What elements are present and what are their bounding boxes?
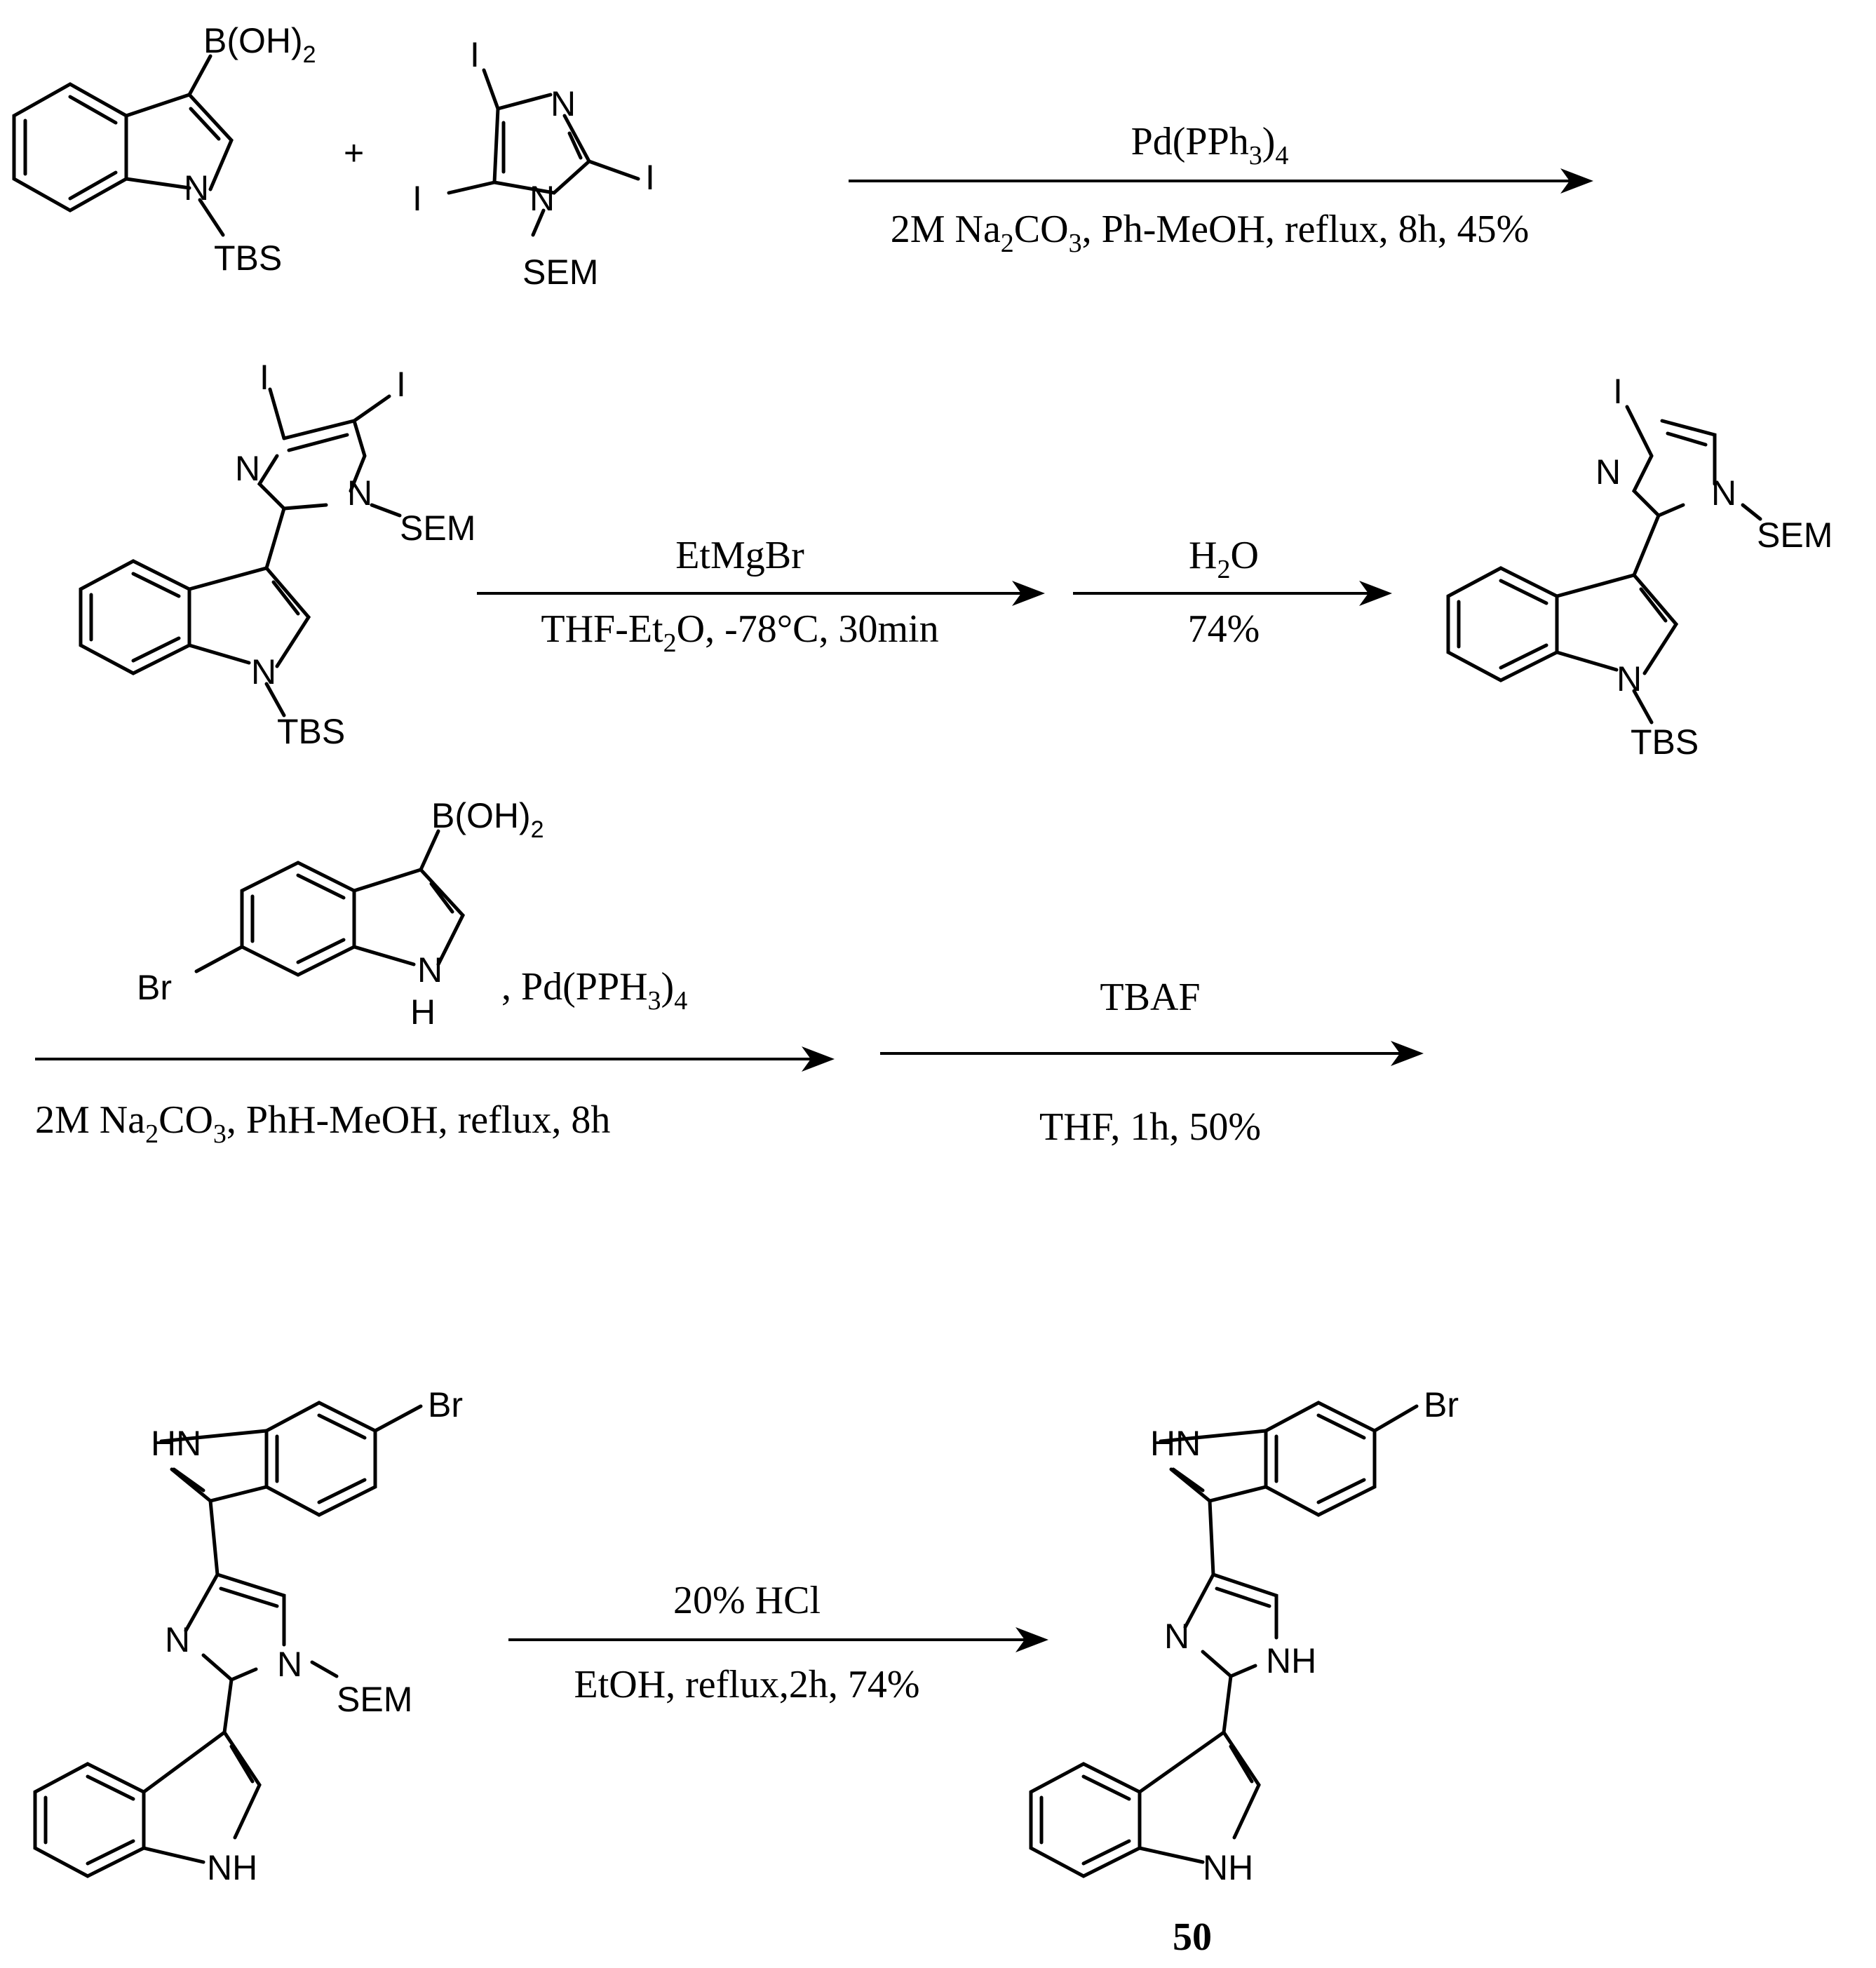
- reaction-arrow-step2a: EtMgBr THF-Et2O, -78°C, 30min: [477, 534, 1045, 658]
- structure-final-product: HN Br N NH NH 50: [1029, 1385, 1459, 1959]
- condition-text: 2M Na: [35, 1098, 145, 1142]
- indole-n-label: N: [417, 950, 443, 990]
- condition-text: THF, 1h, 50%: [1039, 1105, 1261, 1149]
- structure-monoiodo-product: I N N SEM N TBS: [1446, 372, 1833, 762]
- condition-text: Pd(PPh: [1131, 120, 1249, 163]
- step5-conditions: EtOH, reflux,2h, 74%: [574, 1663, 919, 1706]
- structure-bromoindole-boronic-acid: B(OH)2 Br N H: [137, 796, 544, 1032]
- iodine-label: I: [1613, 372, 1623, 411]
- subscript: 2: [145, 1119, 158, 1149]
- condition-text: O: [1231, 534, 1259, 577]
- condition-text: TBAF: [1100, 976, 1200, 1019]
- step2b-reagent: H2O: [1189, 534, 1259, 584]
- step1-reagent: Pd(PPh3)4: [1131, 120, 1289, 170]
- tbs-label: TBS: [277, 712, 345, 751]
- subscript: 2: [1001, 229, 1014, 258]
- iodine-2-label: I: [396, 365, 406, 404]
- bromine-label: Br: [1424, 1385, 1459, 1424]
- step4-reagent: TBAF: [1100, 976, 1200, 1019]
- step1-conditions: 2M Na2CO3, Ph-MeOH, reflux, 8h, 45%: [891, 208, 1530, 258]
- reaction-arrow-step1: Pd(PPh3)4 2M Na2CO3, Ph-MeOH, reflux, 8h…: [849, 120, 1593, 258]
- condition-text: H: [1189, 534, 1217, 577]
- subscript: 4: [674, 986, 687, 1016]
- step5-reagent: 20% HCl: [673, 1579, 821, 1622]
- boron-label: B(OH)2: [431, 796, 544, 843]
- step2a-conditions: THF-Et2O, -78°C, 30min: [541, 607, 938, 658]
- step2b-conditions: 74%: [1188, 607, 1260, 651]
- bromine-label: Br: [137, 968, 172, 1007]
- iodine-right-label: I: [645, 158, 655, 197]
- imidazole-nh-label: NH: [1266, 1641, 1316, 1680]
- subscript: 3: [213, 1119, 227, 1149]
- structure-indole-boronic-acid-tbs: B(OH)2 N TBS: [12, 21, 316, 278]
- condition-text: , PhH-MeOH, reflux, 8h: [227, 1098, 610, 1142]
- imidazole-n-label: N: [165, 1620, 190, 1659]
- step4-conditions: THF, 1h, 50%: [1039, 1105, 1261, 1149]
- subscript: 4: [1275, 141, 1288, 170]
- condition-text: THF-Et: [541, 607, 663, 651]
- condition-text: CO: [1014, 208, 1069, 251]
- condition-text: ): [1262, 120, 1276, 163]
- imidazole-n-label: N: [1164, 1617, 1189, 1656]
- step3-reagent: , Pd(PPH3)4: [501, 965, 687, 1016]
- iodine-left-label: I: [412, 179, 422, 218]
- structure-triiodo-imidazole: I I I N N SEM: [412, 35, 655, 292]
- indole-nh-label: NH: [1203, 1848, 1253, 1887]
- imidazole-n-sem-label: N: [277, 1645, 302, 1684]
- bromine-label: Br: [428, 1385, 463, 1424]
- condition-text: 2M Na: [891, 208, 1001, 251]
- condition-text: EtMgBr: [675, 534, 804, 577]
- subscript: 3: [1249, 141, 1262, 170]
- indole-n-label: N: [184, 168, 209, 208]
- subscript: 2: [1217, 555, 1231, 584]
- reaction-arrow-step4: TBAF THF, 1h, 50%: [880, 976, 1424, 1149]
- subscript: 3: [648, 986, 661, 1016]
- indole-n-label: N: [251, 652, 276, 692]
- indole-nh-label: NH: [207, 1848, 257, 1887]
- structure-sem-protected-bisindole: HN Br N N SEM NH: [33, 1385, 463, 1887]
- reaction-arrow-step3: , Pd(PPH3)4 2M Na2CO3, PhH-MeOH, reflux,…: [35, 965, 835, 1149]
- compound-number-label: 50: [1173, 1915, 1212, 1959]
- sem-label: SEM: [522, 252, 598, 292]
- condition-text: EtOH, reflux,2h, 74%: [574, 1663, 919, 1706]
- indole-n-label: N: [1617, 659, 1642, 699]
- sem-label: SEM: [337, 1680, 412, 1719]
- tbs-label: TBS: [214, 238, 282, 278]
- imidazole-n-sem-label: N: [529, 179, 555, 218]
- reaction-arrow-step2b: H2O 74%: [1073, 534, 1392, 651]
- condition-text: ): [661, 965, 675, 1009]
- condition-text: O, -78°C, 30min: [677, 607, 939, 651]
- step3-conditions: 2M Na2CO3, PhH-MeOH, reflux, 8h: [35, 1098, 610, 1149]
- sem-label: SEM: [400, 508, 475, 548]
- sem-label: SEM: [1757, 515, 1833, 555]
- subscript: 3: [1069, 229, 1082, 258]
- iodine-1-label: I: [259, 358, 269, 397]
- imidazole-n-label: N: [1595, 452, 1621, 492]
- imidazole-n-sem-label: N: [1711, 473, 1736, 513]
- imidazole-n-label: N: [551, 84, 576, 123]
- condition-text: CO: [158, 1098, 213, 1142]
- condition-text: , Ph-MeOH, reflux, 8h, 45%: [1082, 208, 1530, 251]
- subscript: 2: [663, 628, 677, 658]
- tbs-label: TBS: [1631, 722, 1699, 762]
- imidazole-n-label: N: [235, 449, 260, 488]
- imidazole-n-sem-label: N: [347, 473, 372, 513]
- step2a-reagent: EtMgBr: [675, 534, 804, 577]
- condition-text: 74%: [1188, 607, 1260, 651]
- boron-label: B(OH)2: [203, 21, 316, 68]
- indole-hn-label: HN: [1150, 1424, 1201, 1463]
- reaction-arrow-step5: 20% HCl EtOH, reflux,2h, 74%: [508, 1579, 1048, 1706]
- indole-h-label: H: [410, 992, 436, 1032]
- indole-hn-label: HN: [151, 1424, 201, 1463]
- iodine-top-label: I: [470, 35, 480, 74]
- plus-sign: +: [344, 133, 364, 173]
- condition-text: , Pd(PPH: [501, 965, 648, 1009]
- structure-diiodo-product: I I N N SEM N TBS: [79, 358, 475, 751]
- condition-text: 20% HCl: [673, 1579, 821, 1622]
